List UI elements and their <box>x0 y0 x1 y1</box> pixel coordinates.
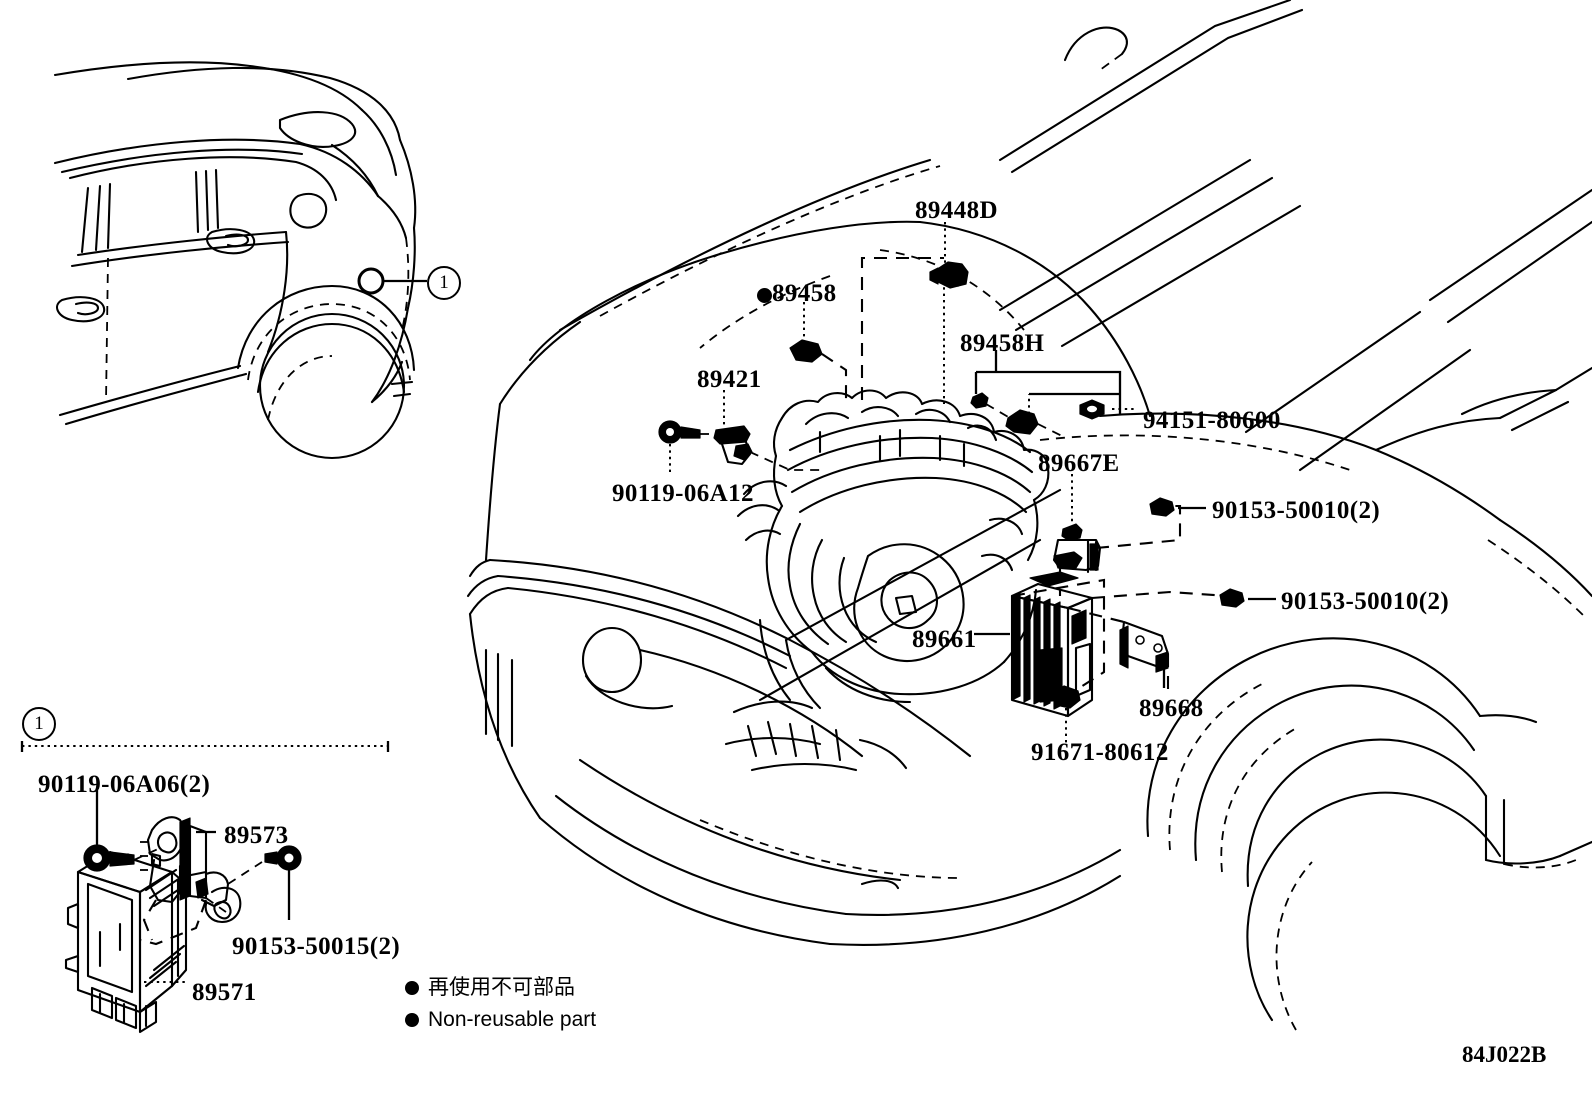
part-label-90153-50010-b: 90153-50010(2) <box>1281 588 1450 615</box>
part-label-90153-50015: 90153-50015(2) <box>232 933 401 960</box>
part-label-89421: 89421 <box>697 366 762 393</box>
part-89458-graphic <box>789 339 823 363</box>
part-label-90119-06a12: 90119-06A12 <box>612 480 754 507</box>
part-label-89458: 89458 <box>772 280 837 307</box>
diagram-code: 84J022B <box>1462 1042 1547 1067</box>
part-89573-bracket-graphic <box>140 816 242 924</box>
part-89571-ecu-graphic <box>64 850 188 1034</box>
detail-callout-box <box>20 741 390 1034</box>
part-90153-50010-b-graphic <box>1219 588 1245 608</box>
part-label-89448d: 89448D <box>915 197 998 224</box>
callout-number-vehicle: 1 <box>427 266 461 300</box>
part-94151-80600-graphic <box>1079 399 1105 420</box>
part-label-89668: 89668 <box>1139 695 1204 722</box>
leader-lines <box>669 222 1276 746</box>
part-label-89571: 89571 <box>192 979 257 1006</box>
part-label-91671-80612: 91671-80612 <box>1031 739 1169 766</box>
part-89421-graphic <box>713 425 753 466</box>
part-label-89667e: 89667E <box>1038 450 1120 477</box>
callout-number-detail-box: 1 <box>22 707 56 741</box>
part-label-90119-06a06: 90119-06A06(2) <box>38 771 211 798</box>
non-reusable-marker-89458 <box>757 288 772 303</box>
vehicle-front-three-quarter-view <box>466 0 1592 1031</box>
part-label-89573: 89573 <box>224 822 289 849</box>
part-label-90153-50010-a: 90153-50010(2) <box>1212 497 1381 524</box>
part-89458h-graphic <box>970 392 1039 435</box>
part-90119-06a12-graphic <box>658 420 701 444</box>
part-89668-bracket-graphic <box>1119 620 1170 673</box>
legend-english-text: Non-reusable part <box>428 1008 597 1031</box>
vehicle-rear-quarter-view <box>53 61 427 460</box>
part-label-89458h: 89458H <box>960 330 1045 357</box>
part-89448d-graphic <box>929 261 969 289</box>
part-89667e-graphic <box>1052 523 1102 574</box>
callout-anchor-ring <box>357 267 385 295</box>
legend-english: Non-reusable part <box>405 1009 596 1030</box>
part-90119-06a06-graphic <box>83 844 135 872</box>
legend-bullet-icon-2 <box>405 1013 419 1027</box>
part-label-94151-80600: 94151-80600 <box>1143 407 1281 434</box>
part-90153-50015-graphic <box>264 845 302 871</box>
part-label-89661: 89661 <box>912 626 977 653</box>
legend-japanese: 再使用不可部品 <box>405 977 575 998</box>
legend-japanese-text: 再使用不可部品 <box>428 975 575 999</box>
legend-bullet-icon <box>405 981 419 995</box>
assembly-relation-lines <box>700 353 1229 695</box>
engine-intake-manifold-assembly <box>724 389 1062 772</box>
